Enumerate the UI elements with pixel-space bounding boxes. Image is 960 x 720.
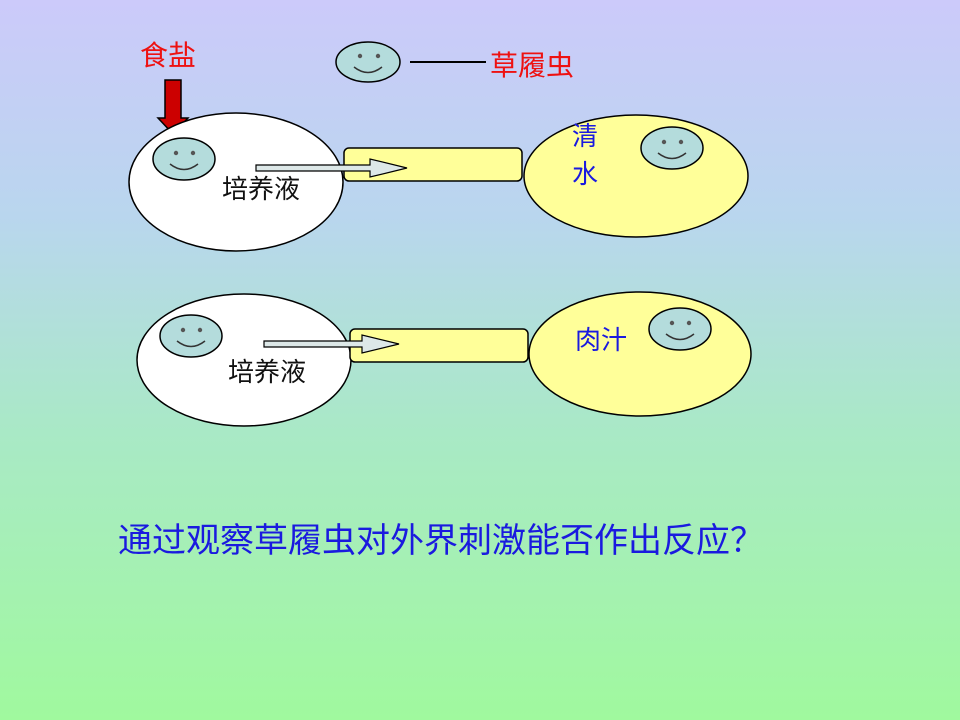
salt-label: 食盐	[140, 39, 197, 72]
culture-label-bottom: 培养液	[228, 358, 307, 388]
flow-arrow-icon	[263, 334, 400, 354]
paramecium-icon	[152, 137, 216, 181]
paramecium-icon	[648, 307, 712, 351]
legend-paramecium-icon	[335, 41, 401, 83]
water-label-char-2: 水	[572, 160, 599, 190]
water-dish	[523, 114, 749, 238]
paramecium-icon	[640, 126, 704, 170]
flow-arrow-icon	[255, 158, 408, 178]
water-label-char-1: 清	[572, 122, 599, 152]
paramecium-icon	[159, 314, 223, 358]
broth-dish	[528, 291, 752, 417]
broth-label: 肉汁	[575, 326, 628, 356]
question-text: 通过观察草履虫对外界刺激能否作出反应？	[118, 521, 764, 561]
culture-label-top: 培养液	[222, 175, 301, 205]
paramecium-legend-label: 草履虫	[490, 49, 575, 82]
